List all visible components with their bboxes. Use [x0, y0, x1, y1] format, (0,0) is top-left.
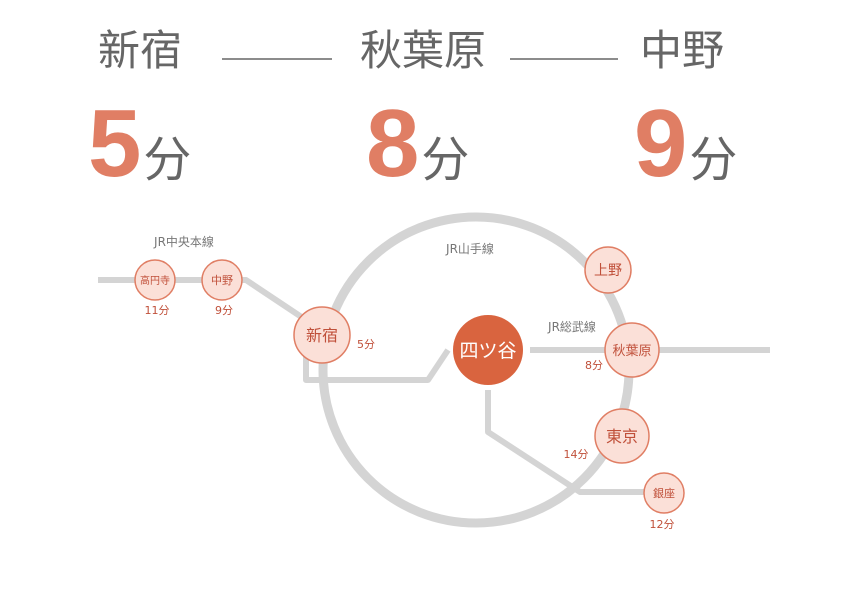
station-name: 高円寺 [140, 274, 170, 287]
nakano-time-label: 9分 [215, 304, 233, 317]
station-name: 中野 [211, 274, 233, 287]
station-marker [293, 306, 351, 364]
station-yotsuya-hub[interactable]: 四ツ谷 [453, 315, 523, 385]
station-marker [604, 322, 660, 378]
time-unit: 分 [143, 132, 192, 188]
station-nakano[interactable]: 中野 [201, 259, 243, 301]
header-time-shinjuku: 5分 [88, 96, 191, 192]
header-station-akihabara: 秋葉原 [360, 26, 487, 75]
tokyo-time-label: 14分 [564, 448, 589, 461]
station-marker [201, 259, 243, 301]
station-marker [594, 408, 650, 464]
station-name: 上野 [594, 263, 622, 279]
header-station-nakano: 中野 [640, 26, 725, 75]
time-number: 5 [88, 90, 142, 197]
hub-marker [453, 315, 523, 385]
station-marker [584, 246, 632, 294]
shinjuku-time-label: 5分 [357, 338, 375, 351]
akihabara-time-label: 8分 [585, 359, 603, 372]
ginza-time-label: 12分 [650, 518, 675, 531]
station-marker [643, 472, 685, 514]
station-tokyo[interactable]: 東京 [594, 408, 650, 464]
station-ginza[interactable]: 銀座 [643, 472, 685, 514]
time-unit: 分 [689, 132, 738, 188]
sobu-line-label: JR総武線 [547, 319, 596, 334]
time-unit: 分 [421, 132, 470, 188]
hub-name: 四ツ谷 [459, 340, 516, 362]
station-marker [134, 259, 176, 301]
time-number: 8 [366, 90, 420, 197]
station-koenji[interactable]: 高円寺 [134, 259, 176, 301]
station-akihabara[interactable]: 秋葉原 [604, 322, 660, 378]
header-time-nakano: 9分 [634, 96, 737, 192]
time-number: 9 [634, 90, 688, 197]
yamanote-line-label: JR山手線 [445, 241, 494, 256]
header-connector-line [222, 58, 332, 60]
station-name: 銀座 [653, 486, 675, 500]
shinjuku-yotsuya-track [303, 348, 451, 383]
ginza-route-track [485, 390, 648, 495]
header-station-shinjuku: 新宿 [98, 26, 183, 75]
station-shinjuku[interactable]: 新宿 [293, 306, 351, 364]
koenji-time-label: 11分 [145, 304, 170, 317]
station-name: 秋葉原 [612, 344, 651, 359]
header-connector-line [510, 58, 618, 60]
header-time-akihabara: 8分 [366, 96, 469, 192]
chuo-line-label: JR中央本線 [153, 234, 214, 249]
station-ueno[interactable]: 上野 [584, 246, 632, 294]
station-name: 東京 [606, 427, 638, 446]
station-name: 新宿 [306, 326, 338, 345]
